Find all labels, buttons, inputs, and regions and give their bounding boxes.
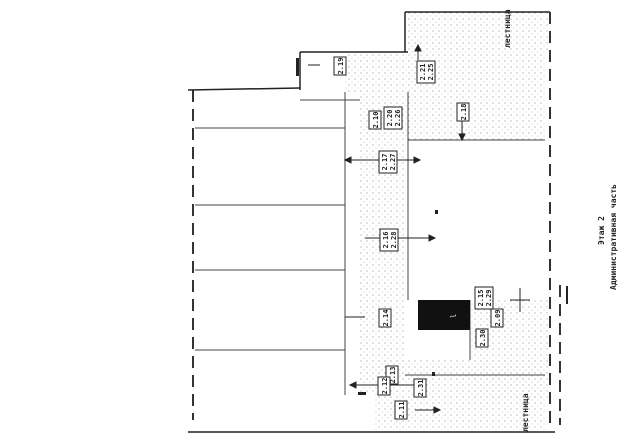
room-code-line: 2.26 (394, 110, 402, 127)
dark-room (418, 300, 470, 330)
room-code-r7: 2.15 2.29 (474, 286, 494, 310)
corridor-area (345, 12, 550, 430)
room-code-r8: 2.14 (378, 308, 392, 328)
room-labels: 2.21 2.25 2.20 2.26 2.19 2.18 2.17 2.27 … (333, 56, 504, 420)
door-arrows (308, 43, 530, 414)
outer-walls (187, 11, 561, 433)
room-code-line: 2.18 (460, 104, 468, 121)
room-code-r15: 2.09 (490, 308, 504, 328)
room-code-line: 2.15 (477, 290, 485, 307)
room-code-line: 2.19 (337, 58, 345, 75)
top-room-label: лестница (503, 9, 512, 48)
room-code-line: 2.27 (389, 154, 397, 171)
room-code-r9: 2.30 (475, 328, 489, 348)
room-code-r13: 2.31 (413, 378, 427, 398)
room-code-line: 2.21 (419, 64, 427, 81)
room-code-line: 2.17 (381, 154, 389, 171)
room-code-line: 2.20 (386, 110, 394, 127)
floor-label: Этаж 2 (597, 216, 606, 245)
dark-room-mark: l (450, 314, 458, 318)
room-code-r2: 2.20 2.26 (383, 106, 403, 130)
room-code-line: 2.31 (417, 380, 425, 397)
room-code-r14: 2.10 (368, 110, 382, 130)
room-code-line: 2.28 (390, 232, 398, 249)
room-code-r3: 2.19 (333, 56, 347, 76)
room-code-r11: 2.12 (377, 376, 391, 396)
room-code-line: 2.30 (479, 330, 487, 347)
room-code-line: 2.25 (427, 64, 435, 81)
room-code-line: 2.16 (382, 232, 390, 249)
room-code-line: 2.13 (389, 367, 397, 384)
bottom-room-label: лестница (521, 393, 530, 432)
room-code-r1: 2.21 2.25 (416, 60, 436, 84)
room-code-r12: 2.11 (394, 400, 408, 420)
room-code-line: 2.29 (485, 290, 493, 307)
room-code-line: 2.11 (398, 402, 406, 419)
room-code-line: 2.09 (494, 310, 502, 327)
room-code-r5: 2.17 2.27 (378, 150, 398, 174)
room-code-line: 2.14 (382, 310, 390, 327)
plan-title: Административная часть (609, 184, 618, 290)
room-code-r4: 2.18 (456, 102, 470, 122)
room-code-line: 2.10 (372, 112, 380, 129)
room-code-r6: 2.16 2.28 (379, 228, 399, 252)
room-partitions (195, 92, 545, 395)
misc-marks (296, 58, 568, 395)
room-code-line: 2.12 (381, 378, 389, 395)
